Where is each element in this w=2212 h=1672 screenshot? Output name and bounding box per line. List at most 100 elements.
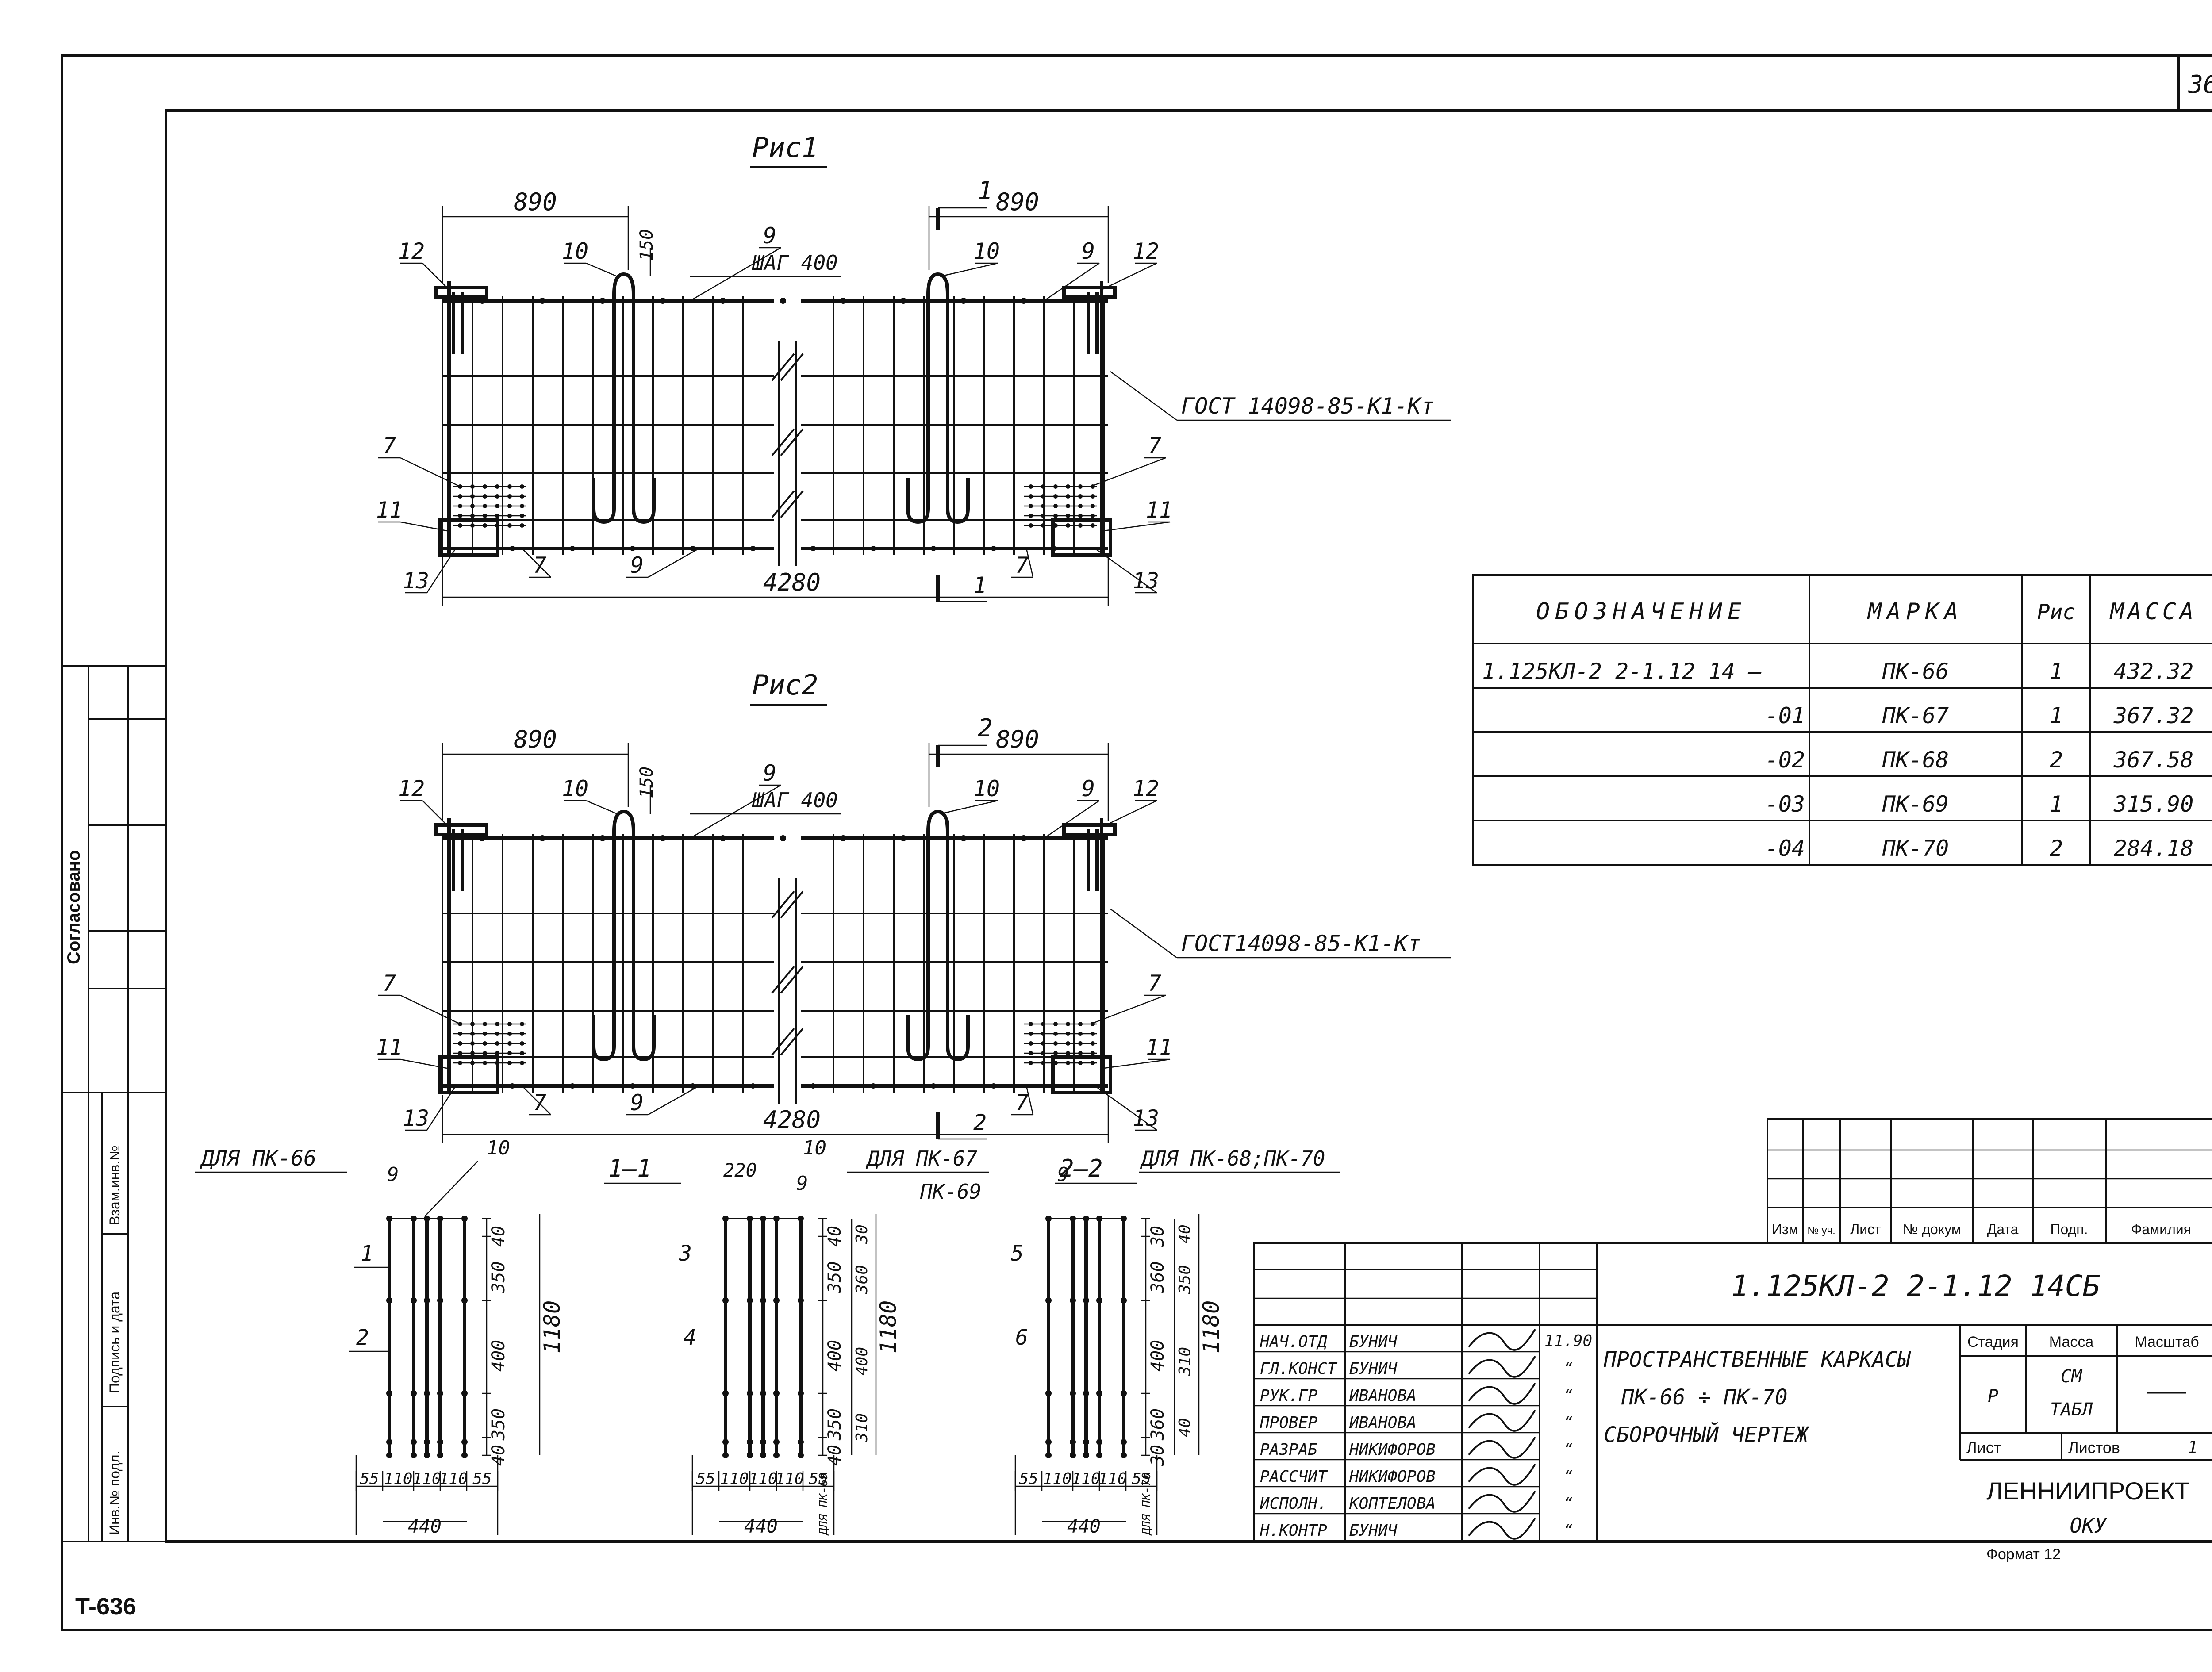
sign-date: “ — [1564, 1495, 1572, 1511]
weld-dot — [483, 523, 487, 528]
weld-dot — [1053, 1051, 1058, 1055]
weld-dot — [960, 298, 967, 304]
signature — [1468, 1409, 1536, 1432]
section-dim-v2: 400 — [853, 1347, 871, 1376]
sign-role: РАЗРАБ — [1260, 1441, 1317, 1459]
section-dim-h: 110 — [749, 1470, 777, 1488]
weld-dot — [411, 1216, 417, 1222]
weld-dot — [507, 514, 512, 518]
sign-name: НИКИФОРОВ — [1349, 1468, 1436, 1486]
break-mark — [771, 490, 804, 518]
weld-dot — [539, 835, 545, 841]
weld-dot — [483, 1032, 487, 1036]
weld-dot — [840, 835, 846, 841]
weld-dot — [424, 1390, 430, 1396]
label-9-bottom: 9 — [630, 552, 644, 578]
sign-name: ИВАНОВА — [1349, 1387, 1417, 1405]
signature — [1468, 1328, 1536, 1351]
weld-dot — [931, 546, 936, 551]
weld-dot — [483, 504, 487, 508]
section-mark-top: 1 — [978, 176, 993, 205]
mounting-loop — [926, 809, 949, 1015]
weld-dot — [599, 835, 606, 841]
leader — [1044, 262, 1100, 302]
sign-role: РАССЧИТ — [1260, 1468, 1328, 1486]
mounting-loop — [632, 478, 656, 524]
weld-dot — [507, 1032, 512, 1036]
weld-dot — [461, 1439, 468, 1445]
leader — [424, 1161, 478, 1217]
tb-title-3: СБОРОЧНЫЙ ЧЕРТЕЖ — [1604, 1422, 1809, 1447]
weld-dot — [1078, 504, 1083, 508]
weld-dot — [1078, 1051, 1083, 1055]
weld-dot — [510, 546, 515, 551]
sign-name: БУНИЧ — [1349, 1522, 1398, 1540]
change-header: № уч. — [1807, 1225, 1836, 1237]
label-7-bottom: 7 — [533, 552, 546, 578]
weld-dot — [520, 1051, 524, 1055]
weld-dot — [991, 1083, 996, 1089]
section-dim-v: 40 — [825, 1445, 845, 1466]
weld-dot — [520, 484, 524, 489]
leader — [426, 548, 457, 593]
weld-dot — [722, 1297, 729, 1304]
weld-dot — [424, 1439, 430, 1445]
weld-dot — [470, 1022, 475, 1026]
dim-890-right: 890 — [996, 725, 1039, 753]
format-label: Формат 12 — [1986, 1546, 2061, 1563]
weld-dot — [520, 494, 524, 499]
leader — [1101, 262, 1157, 291]
label-13-right: 13 — [1133, 568, 1159, 594]
mounting-loop — [926, 272, 949, 478]
spec-fig: 2 — [2050, 836, 2063, 861]
label-11-left: 11 — [376, 497, 403, 523]
label-7-center: 7 — [1015, 552, 1029, 578]
spec-fig: 1 — [2050, 659, 2063, 684]
weld-dot — [1021, 835, 1027, 841]
section-dim-v2: 30 — [853, 1224, 871, 1244]
weld-dot — [773, 1452, 780, 1458]
tb-org-1: ЛЕННИИПРОЕКТ — [1986, 1477, 2190, 1505]
section-mark-top: 2 — [978, 714, 993, 743]
weld-dot — [760, 1297, 766, 1304]
weld-dot — [1121, 1297, 1127, 1304]
tb-title-2: ПК-66 ÷ ПК-70 — [1621, 1385, 1788, 1410]
mark-10: 10 — [487, 1137, 510, 1159]
weld-dot — [470, 1061, 475, 1065]
leader — [426, 1085, 457, 1131]
weld-dot — [479, 298, 485, 304]
top-plate — [1062, 823, 1117, 836]
weld-dot — [750, 546, 756, 551]
mounting-loop — [946, 1015, 970, 1062]
weld-dot — [1029, 1022, 1033, 1026]
spec-mark: ПК-69 — [1882, 791, 1949, 817]
section-dim-h: 55 — [696, 1470, 715, 1488]
weld-dot — [1078, 1061, 1083, 1065]
tb-sheets-value: 1 — [2188, 1438, 2198, 1457]
weld-dot — [1091, 504, 1095, 508]
label-10-right: 10 — [973, 776, 1000, 801]
spec-designation: -04 — [1765, 836, 1805, 861]
weld-dot — [720, 298, 726, 304]
change-header: Подп. — [2051, 1221, 2088, 1237]
tb-sheet-label: Лист — [1966, 1438, 2001, 1457]
weld-dot — [760, 1390, 766, 1396]
leader — [940, 800, 998, 815]
section-dim-v: 400 — [1148, 1340, 1168, 1372]
spec-mark: ПК-67 — [1882, 703, 1949, 729]
weld-dot — [1029, 523, 1033, 528]
section-dim-v2: 310 — [1176, 1347, 1194, 1376]
section-note: ДЛЯ ПК-69 — [817, 1473, 830, 1536]
weld-dot — [483, 514, 487, 518]
leader — [690, 784, 781, 839]
spec-header-designation: ОБОЗНАЧЕНИЕ — [1536, 598, 1747, 625]
weld-dot — [1083, 1297, 1089, 1304]
section-dim-v2: 40 — [1176, 1418, 1194, 1437]
change-header: Изм — [1772, 1221, 1798, 1237]
weld-dot — [760, 1216, 766, 1222]
weld-dot — [470, 1041, 475, 1046]
